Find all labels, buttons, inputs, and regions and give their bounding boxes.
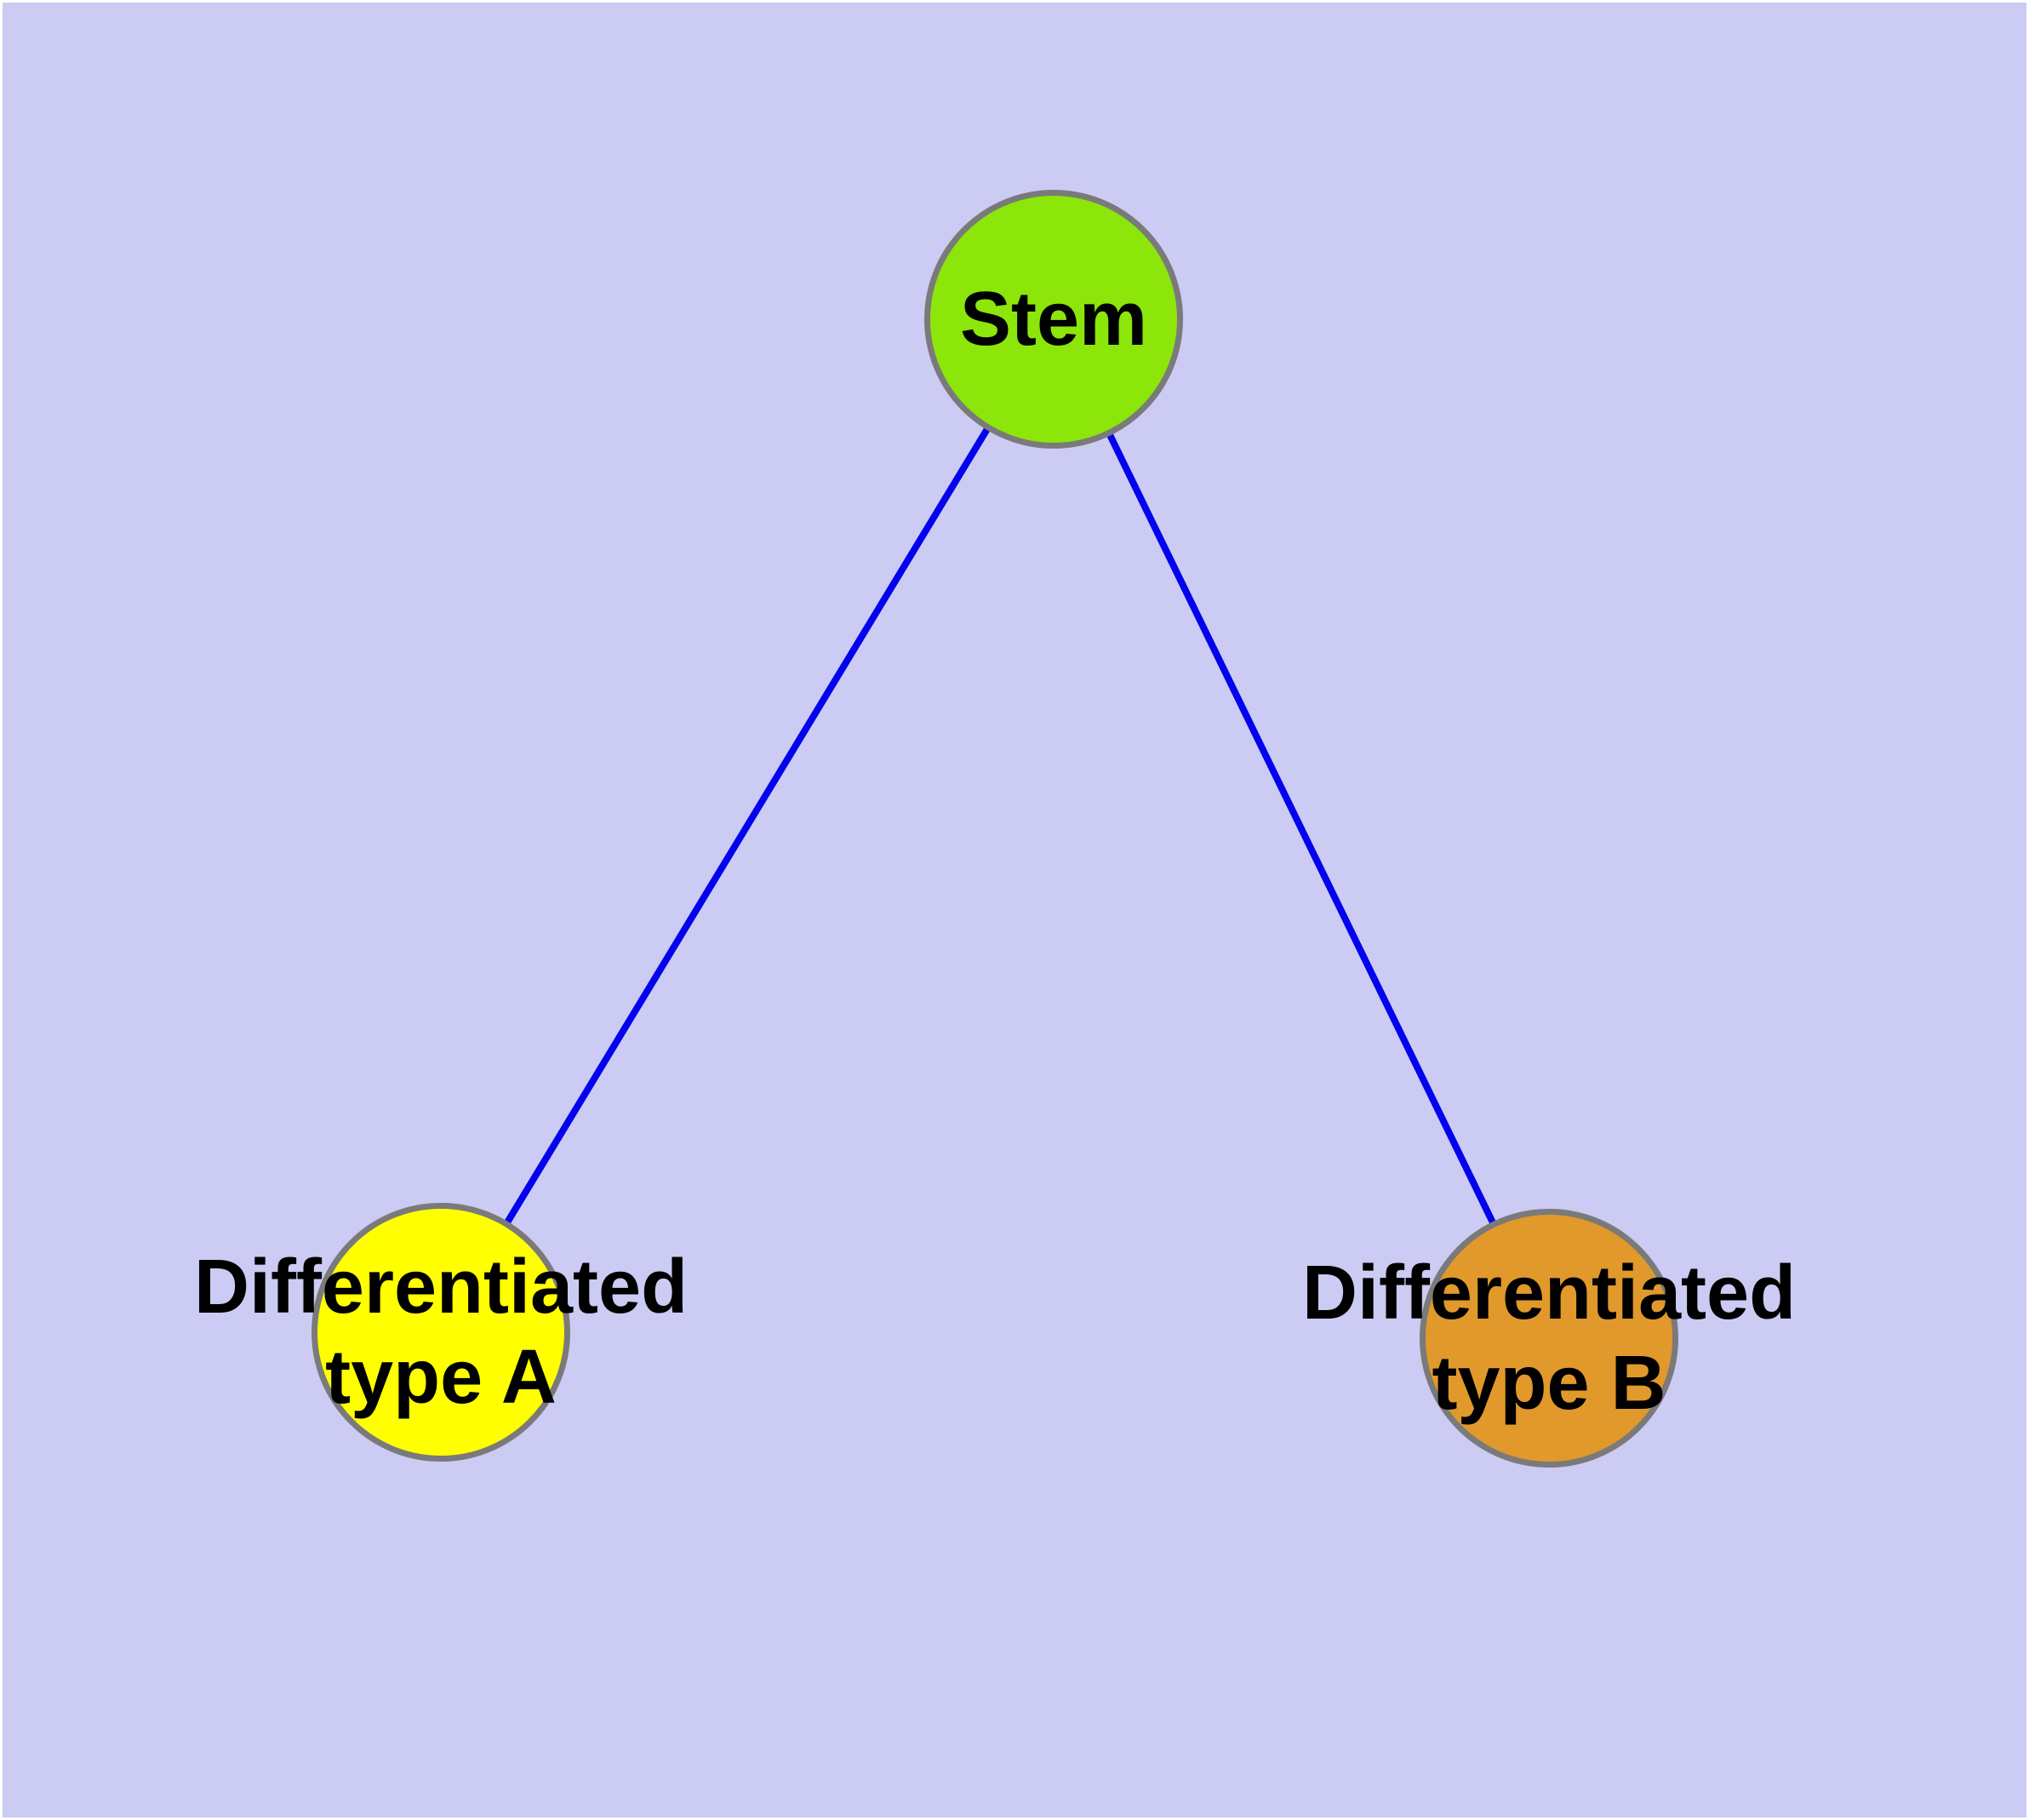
node-label-line: Differentiated bbox=[1301, 1250, 1797, 1336]
node-label-line: Stem bbox=[959, 276, 1148, 362]
edge-stem-to-differentiated-type-a bbox=[437, 317, 1057, 1335]
node-label-line: type B bbox=[1432, 1341, 1666, 1426]
node-label-line: Differentiated bbox=[193, 1244, 689, 1330]
node-label-stem: Stem bbox=[960, 274, 1147, 364]
node-stem: Stem bbox=[924, 190, 1183, 449]
edges-layer bbox=[437, 317, 1552, 1340]
node-label-line: type A bbox=[325, 1335, 557, 1420]
edge-stem-to-differentiated-type-b bbox=[1050, 318, 1552, 1340]
